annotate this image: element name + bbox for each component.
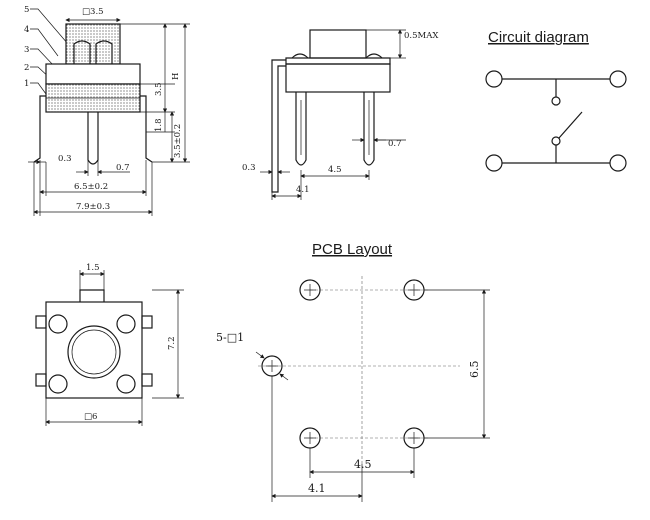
top-view: 1.5 7.2 □6 <box>35 263 184 426</box>
dim-7-9: 7.9±0.3 <box>76 202 110 212</box>
dim-6-5: 6.5±0.2 <box>74 182 108 192</box>
part-label-4: 4 <box>24 25 29 35</box>
front-view: 0.5MAX 0.7 0.3 4.5 4.1 <box>242 29 439 200</box>
circuit-diagram: Circuit diagram <box>485 29 627 172</box>
front-pin-right <box>363 92 375 166</box>
top-button <box>67 325 121 379</box>
part-label-2: 2 <box>24 63 29 73</box>
part-label-1: 1 <box>24 79 29 89</box>
terminal-top-right <box>609 70 627 88</box>
front-dim-0-3: 0.3 <box>242 163 256 173</box>
side-section-view: 5 4 3 2 1 □3.5 <box>24 5 190 216</box>
top-leg-tr <box>141 315 153 329</box>
dim-0-5max: 0.5MAX <box>404 31 439 41</box>
top-leg-br <box>141 373 153 387</box>
left-terminal <box>33 95 46 163</box>
top-dim-7-2: 7.2 <box>167 336 177 350</box>
dim-1-8: 1.8 <box>154 118 164 132</box>
cover-plate <box>45 63 141 85</box>
pcb-layout-title: PCB Layout <box>312 241 393 258</box>
part-label-3: 3 <box>24 45 29 55</box>
front-cover <box>285 57 391 65</box>
top-dimple-tl <box>48 314 68 334</box>
switch-lever <box>558 111 583 139</box>
top-dimple-br <box>116 374 136 394</box>
front-stem <box>309 29 367 59</box>
height-dim: H <box>171 73 181 80</box>
front-pin-left <box>295 92 307 166</box>
front-side-terminal <box>271 59 286 193</box>
circuit-diagram-title: Circuit diagram <box>488 29 589 46</box>
right-terminal <box>140 95 153 163</box>
part-label-5: 5 <box>24 5 29 15</box>
top-leg-bl <box>35 373 47 387</box>
switch-contact-top <box>551 96 561 106</box>
dim-0-7: 0.7 <box>116 163 130 173</box>
top-body <box>45 301 143 399</box>
pcb-dim-4-1: 4.1 <box>308 482 326 495</box>
pcb-hole-tl <box>299 279 321 301</box>
front-dim-0-7: 0.7 <box>388 139 402 149</box>
switch-contact-bottom <box>551 136 561 146</box>
top-stem-tab <box>79 289 105 302</box>
dim-0-3: 0.3 <box>58 154 72 164</box>
pcb-dim-4-5: 4.5 <box>354 458 372 471</box>
top-dim-1-5: 1.5 <box>86 263 100 273</box>
top-leg-tl <box>35 315 47 329</box>
pcb-hole-label: 5-□1 <box>216 331 244 344</box>
top-button-inner <box>71 329 117 375</box>
top-dimple-tr <box>116 314 136 334</box>
dim-3-5: 3.5 <box>154 82 164 96</box>
terminal-bottom-right <box>609 154 627 172</box>
dim-3-5-tol: 3.5±0.2 <box>173 124 183 158</box>
terminal-bottom-left <box>485 154 503 172</box>
top-dimple-bl <box>48 374 68 394</box>
front-base <box>285 63 391 93</box>
terminal-top-left <box>485 70 503 88</box>
stem-width-dim: □3.5 <box>82 7 104 17</box>
front-dim-4-1: 4.1 <box>296 185 310 195</box>
center-pin <box>87 112 99 165</box>
pcb-dim-6-5: 6.5 <box>468 361 481 379</box>
pcb-layout: PCB Layout 5-□1 <box>216 241 490 502</box>
top-dim-6: □6 <box>84 412 97 422</box>
front-dim-4-5: 4.5 <box>328 165 342 175</box>
